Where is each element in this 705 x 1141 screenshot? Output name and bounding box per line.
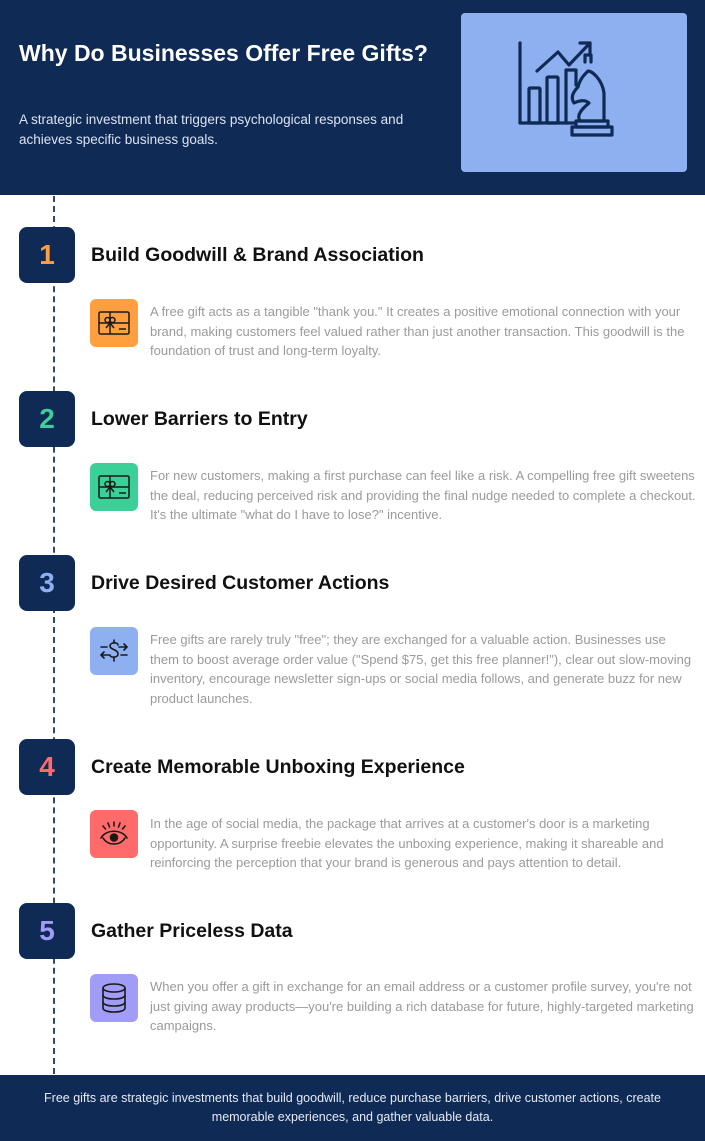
footer-banner: Free gifts are strategic investments tha… — [0, 1075, 705, 1141]
step-title: Lower Barriers to Entry — [91, 408, 308, 430]
page-title: Why Do Businesses Offer Free Gifts? — [19, 40, 428, 66]
step-title: Drive Desired Customer Actions — [91, 572, 390, 594]
step-title: Create Memorable Unboxing Experience — [91, 756, 465, 778]
gift-card-icon — [98, 311, 130, 335]
step-icon-box — [90, 299, 138, 347]
step-icon-box — [90, 627, 138, 675]
gift-card-icon — [98, 475, 130, 499]
step-description: When you offer a gift in exchange for an… — [150, 979, 694, 1033]
header-banner: Why Do Businesses Offer Free Gifts? A st… — [0, 0, 705, 195]
step-description: Free gifts are rarely truly "free"; they… — [150, 632, 692, 706]
step-number-badge: 1 — [19, 227, 75, 283]
step-icon-box — [90, 463, 138, 511]
step-title: Build Goodwill & Brand Association — [91, 244, 424, 266]
step-number-badge: 4 — [19, 739, 75, 795]
step-description: For new customers, making a first purcha… — [150, 468, 696, 522]
step-number-badge: 3 — [19, 555, 75, 611]
step-title: Gather Priceless Data — [91, 920, 293, 942]
step-number-badge: 2 — [19, 391, 75, 447]
eye-icon — [100, 821, 128, 845]
database-icon — [102, 983, 126, 1013]
step-icon-box — [90, 810, 138, 858]
step-icon-box — [90, 974, 138, 1022]
dollar-exchange-icon — [99, 639, 129, 662]
page-subtitle: A strategic investment that triggers psy… — [19, 112, 404, 147]
header-illustration — [461, 13, 687, 172]
step-description: In the age of social media, the package … — [150, 816, 664, 870]
timeline-line — [53, 196, 55, 1074]
footer-summary: Free gifts are strategic investments tha… — [44, 1090, 661, 1125]
step-description: A free gift acts as a tangible "thank yo… — [150, 304, 685, 358]
step-number-badge: 5 — [19, 903, 75, 959]
chart-growth-chess-knight-icon — [518, 40, 614, 137]
